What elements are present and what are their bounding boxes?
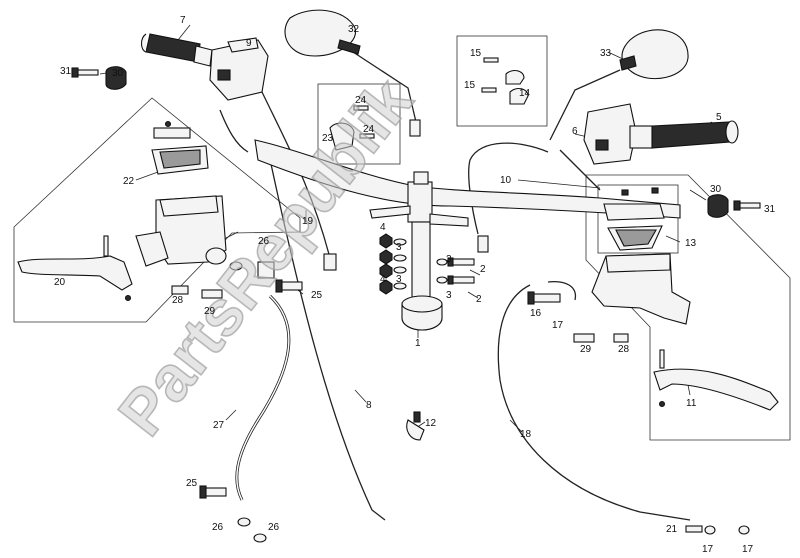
label-24a: 24	[355, 95, 367, 106]
throttle-cable-8	[267, 149, 386, 521]
label-29b: 29	[580, 344, 592, 355]
label-19: 19	[302, 216, 314, 227]
right-switch-6	[583, 103, 653, 165]
label-26b: 26	[212, 522, 224, 533]
label-27: 27	[213, 420, 225, 431]
brake-cable-18	[497, 284, 691, 521]
label-17a: 17	[552, 320, 564, 331]
mirror-left-32	[284, 9, 421, 137]
label-28a: 28	[172, 295, 184, 306]
mirror-stem-32	[349, 49, 417, 123]
label-7: 7	[180, 15, 186, 26]
label-16: 16	[530, 308, 542, 319]
handlebar-clamp	[407, 181, 433, 223]
label-9: 9	[246, 38, 252, 49]
label-25a: 25	[311, 290, 323, 301]
label-3c: 3	[446, 254, 452, 265]
label-1: 1	[415, 338, 421, 349]
label-30b: 30	[710, 184, 722, 195]
label-26a: 26	[258, 236, 270, 247]
label-11: 11	[686, 398, 697, 409]
label-25b: 25	[186, 478, 198, 489]
master-cylinder-cap-box	[597, 184, 679, 254]
label-28b: 28	[618, 344, 630, 355]
handlebar	[254, 139, 681, 331]
label-8: 8	[366, 400, 372, 411]
label-5: 5	[716, 112, 722, 123]
right-grip-5	[651, 120, 739, 149]
right-brake-group-outline	[585, 174, 791, 441]
bar-end-right	[707, 194, 761, 218]
mirror-clamp-inset-box	[317, 83, 401, 165]
label-21: 21	[666, 524, 678, 535]
handlebar-bracket	[369, 205, 411, 219]
fittings	[171, 261, 750, 543]
left-grip-7	[140, 33, 213, 67]
label-12: 12	[425, 418, 437, 429]
label-3b: 3	[396, 274, 402, 285]
label-33: 33	[600, 48, 612, 59]
label-32: 32	[348, 24, 360, 35]
switch-clamp-inset-box	[456, 35, 548, 127]
label-2b: 2	[476, 294, 482, 305]
label-22: 22	[123, 176, 135, 187]
label-17c: 17	[742, 544, 754, 555]
mirror-stem-33	[549, 69, 621, 141]
clamp-parts	[329, 57, 529, 151]
handlebar-tube	[254, 139, 681, 219]
label-14: 14	[519, 88, 531, 99]
cable-10	[468, 142, 549, 235]
left-switch-9	[209, 37, 269, 101]
bar-end-left	[71, 66, 127, 90]
wire-harness-left	[219, 109, 249, 153]
label-3d: 3	[446, 290, 452, 301]
label-15a: 15	[470, 48, 482, 59]
label-26c: 26	[268, 522, 280, 533]
label-24b: 24	[363, 124, 375, 135]
label-4b: 4	[380, 274, 386, 285]
label-2a: 2	[480, 264, 486, 275]
label-30a: 30	[112, 68, 124, 79]
left-master-cylinder	[17, 120, 227, 302]
mirror-right-33	[619, 29, 689, 80]
right-master-cylinder	[591, 187, 779, 411]
label-4a: 4	[380, 222, 386, 233]
stem-hardware	[323, 233, 489, 295]
label-10: 10	[500, 175, 512, 186]
stem-post	[411, 221, 431, 303]
label-31b: 31	[764, 204, 776, 215]
label-20: 20	[54, 277, 66, 288]
part-labels: 1 2 2 3 3 3 3 4 4 5 6 7 8 9 10 11 12 13 …	[54, 15, 776, 555]
label-31a: 31	[60, 66, 72, 77]
label-23: 23	[322, 133, 334, 144]
label-15b: 15	[464, 80, 476, 91]
label-29a: 29	[204, 306, 216, 317]
label-13: 13	[685, 238, 697, 249]
left-brake-group-outline	[13, 97, 301, 323]
label-3a: 3	[396, 242, 402, 253]
label-18: 18	[520, 429, 532, 440]
label-6: 6	[572, 126, 578, 137]
label-17b: 17	[702, 544, 714, 555]
